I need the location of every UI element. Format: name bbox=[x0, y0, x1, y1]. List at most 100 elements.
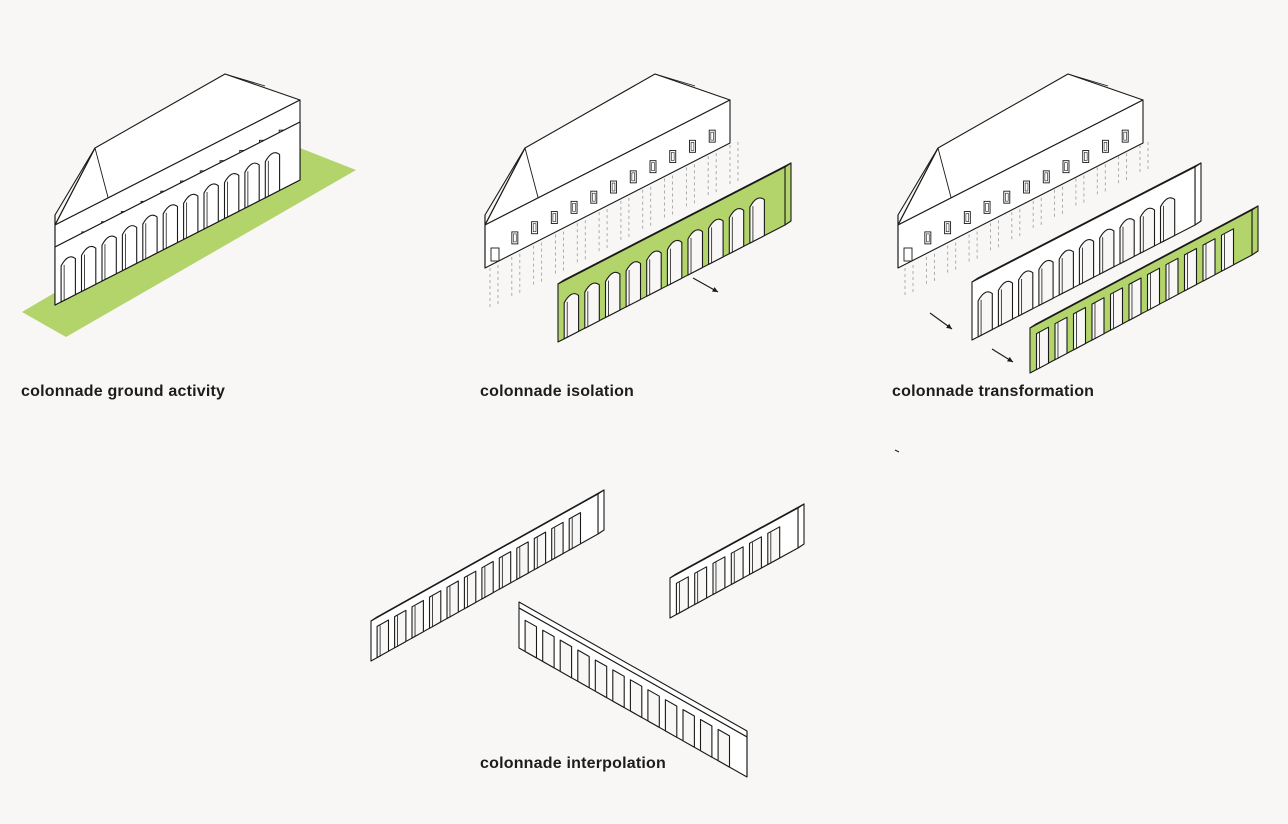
building-2-window-frame bbox=[532, 223, 537, 233]
posts-4-left-end bbox=[597, 489, 605, 535]
building-3-window bbox=[924, 231, 932, 245]
arcade-3-opening bbox=[977, 291, 993, 338]
building-3-window-frame bbox=[1123, 131, 1127, 141]
caption-transformation: colonnade transformation bbox=[892, 383, 1095, 400]
posts-4-left-opening bbox=[481, 560, 494, 600]
building-2-window-frame bbox=[572, 203, 576, 212]
arcade-3-opening bbox=[1119, 218, 1135, 265]
green-ground-plane bbox=[22, 148, 356, 337]
building-3-window-frame bbox=[1064, 162, 1068, 171]
posts-4-left-opening bbox=[376, 619, 390, 659]
posts-4-left-opening bbox=[446, 580, 459, 620]
building-3-window bbox=[1121, 129, 1129, 143]
building-2-window-frame bbox=[592, 192, 596, 202]
arrow-icon bbox=[692, 277, 719, 293]
building-2-window bbox=[590, 190, 598, 204]
posts-3-transformed-opening bbox=[1165, 257, 1179, 302]
posts-3-transformed-end bbox=[1251, 205, 1259, 256]
building-3-hip-line bbox=[937, 147, 954, 206]
building-2-end-window bbox=[490, 247, 500, 262]
building-3-window-frame bbox=[1024, 182, 1029, 192]
posts-4-left-opening bbox=[463, 570, 477, 610]
caption-interpolation: colonnade interpolation bbox=[480, 755, 666, 772]
arcade-2-isolated-opening bbox=[625, 261, 642, 308]
posts-4-left-opening bbox=[428, 590, 442, 629]
arrow-icon-head bbox=[1007, 356, 1013, 362]
building-2-window bbox=[511, 231, 519, 245]
arcade-1-opening bbox=[264, 152, 281, 199]
building-2-window-frame bbox=[651, 162, 655, 171]
building-3-hip-line bbox=[1067, 73, 1109, 87]
building-3-window-frame bbox=[965, 213, 970, 222]
arcade-3-opening bbox=[1058, 249, 1074, 296]
arcade-1-opening bbox=[244, 162, 260, 209]
posts-4-left-opening bbox=[568, 512, 582, 551]
arcade-3-opening bbox=[1078, 239, 1095, 286]
posts-3-transformed-opening bbox=[1109, 287, 1124, 331]
posts-3-transformed-opening bbox=[1072, 306, 1087, 351]
posts-4-left-opening bbox=[551, 521, 564, 561]
arcade-2-isolated-opening bbox=[728, 208, 745, 255]
posts-3-transformed-opening bbox=[1183, 247, 1198, 292]
arcade-3-opening bbox=[1038, 259, 1054, 307]
arcade-1 bbox=[54, 121, 301, 306]
arcade-1-opening bbox=[223, 173, 240, 220]
building-3-window bbox=[963, 211, 971, 224]
arcade-1-opening bbox=[162, 204, 179, 251]
building-2-window bbox=[550, 211, 558, 224]
arcade-1-opening bbox=[101, 235, 117, 282]
arcade-1-opening bbox=[60, 256, 76, 303]
arcade-1-opening bbox=[142, 214, 158, 261]
caption-isolation: colonnade isolation bbox=[480, 383, 635, 400]
building-3-window-frame bbox=[1103, 142, 1108, 151]
panel-transformation bbox=[894, 73, 1259, 453]
building-2-window-frame bbox=[671, 152, 675, 161]
arcade-2-isolated-opening bbox=[749, 197, 765, 244]
arrow-icon-head bbox=[946, 323, 952, 329]
posts-4-diagonal-opening bbox=[629, 679, 643, 719]
building-2-window bbox=[669, 150, 677, 163]
building-3-window bbox=[1062, 160, 1070, 174]
posts-4-left-opening bbox=[498, 551, 512, 590]
posts-3-transformed-opening bbox=[1220, 228, 1235, 272]
building-3-window bbox=[1082, 150, 1090, 163]
building-3-window-frame bbox=[985, 203, 989, 212]
building-2-window bbox=[531, 221, 539, 235]
arcade-2-isolated-opening bbox=[646, 250, 662, 297]
posts-4-left-opening bbox=[516, 541, 529, 580]
arcade-1-opening bbox=[80, 245, 97, 293]
arcade-2-isolated-opening bbox=[666, 239, 683, 287]
posts-4-diagonal-opening bbox=[559, 639, 573, 679]
building-3-window-frame bbox=[1084, 152, 1088, 161]
arcade-2-isolated bbox=[557, 162, 792, 343]
arcade-1-opening bbox=[121, 225, 138, 272]
building-2-window bbox=[649, 160, 657, 174]
arcade-2-isolated-opening bbox=[604, 271, 621, 319]
arcade-3-opening bbox=[997, 280, 1014, 327]
posts-3-transformed-opening bbox=[1091, 297, 1105, 341]
posts-4-right-opening bbox=[730, 546, 744, 586]
building-2-hip-line bbox=[654, 73, 696, 87]
posts-3-transformed-opening bbox=[1202, 238, 1216, 282]
building-1-hip-line bbox=[224, 73, 266, 87]
arcade-3-opening bbox=[1159, 197, 1176, 244]
building-2-window bbox=[570, 200, 578, 214]
building-2-window-frame bbox=[552, 213, 557, 222]
posts-4-right-opening bbox=[675, 576, 689, 616]
stray-mark bbox=[894, 449, 900, 453]
building-3-window bbox=[983, 200, 991, 214]
posts-4-diagonal-opening bbox=[647, 689, 660, 728]
posts-4-right-opening bbox=[748, 536, 762, 576]
posts-3-transformed-opening bbox=[1054, 316, 1068, 361]
arrow-icon-head bbox=[712, 287, 718, 292]
building-3 bbox=[897, 73, 1144, 269]
arcade-3-opening bbox=[1139, 207, 1156, 254]
posts-4-diagonal-opening bbox=[524, 619, 538, 659]
arcade-2-isolated-opening bbox=[708, 218, 724, 265]
posts-4-diagonal-opening bbox=[542, 629, 555, 669]
ghost-arcade-3 bbox=[904, 142, 1149, 298]
posts-4-right-opening bbox=[712, 556, 726, 596]
arrow-icon bbox=[929, 312, 953, 330]
posts-3-transformed-opening bbox=[1128, 277, 1142, 321]
panel-isolation bbox=[484, 73, 792, 343]
